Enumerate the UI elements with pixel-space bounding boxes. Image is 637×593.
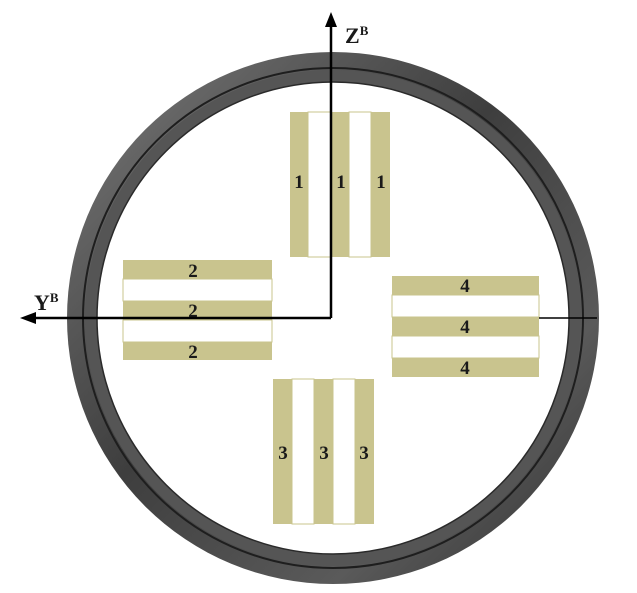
plate-gap <box>122 278 273 302</box>
plate-label: 3 <box>359 443 369 464</box>
plate-strip <box>123 342 272 360</box>
plate-label: 3 <box>278 443 288 464</box>
plate-label: 1 <box>376 172 386 193</box>
plate-label: 2 <box>188 261 198 282</box>
plate-strip <box>123 260 272 279</box>
plate-label: 1 <box>336 172 346 193</box>
plate-gap <box>348 111 372 258</box>
plate-strip <box>123 301 272 320</box>
plate-gap <box>391 335 540 359</box>
plate-strip <box>392 317 539 336</box>
plate-group-3: 3 3 3 <box>273 378 374 525</box>
plate-label: 2 <box>188 301 198 322</box>
plate-gap <box>307 111 332 258</box>
plate-strip <box>331 112 349 257</box>
y-axis-label: YB <box>34 290 59 315</box>
plate-label: 1 <box>294 172 304 193</box>
z-axis-label: ZB <box>345 23 369 48</box>
plate-strip <box>371 112 390 257</box>
plate-strip <box>314 379 333 524</box>
ring <box>67 52 599 584</box>
z-axis-arrowhead <box>325 12 337 27</box>
plate-strip <box>392 358 539 377</box>
plate-gap <box>122 319 273 343</box>
plate-strip <box>392 276 539 295</box>
plate-label: 3 <box>319 443 329 464</box>
plate-label: 4 <box>460 358 470 379</box>
plate-group-2: 2 2 2 <box>122 260 273 363</box>
axes: ZB YB <box>20 12 369 324</box>
plate-strip <box>355 379 374 524</box>
y-axis-arrowhead <box>20 312 36 324</box>
plate-strip <box>273 379 292 524</box>
plate-gap <box>291 378 315 525</box>
plate-strip <box>290 112 308 257</box>
plate-label: 4 <box>460 276 470 297</box>
plate-gap <box>332 378 356 525</box>
plate-label: 2 <box>188 342 198 363</box>
plate-group-1: 1 1 1 <box>290 111 390 258</box>
plate-gap <box>391 294 540 318</box>
plate-label: 4 <box>460 317 470 338</box>
plate-group-4: 4 4 4 <box>391 276 540 379</box>
